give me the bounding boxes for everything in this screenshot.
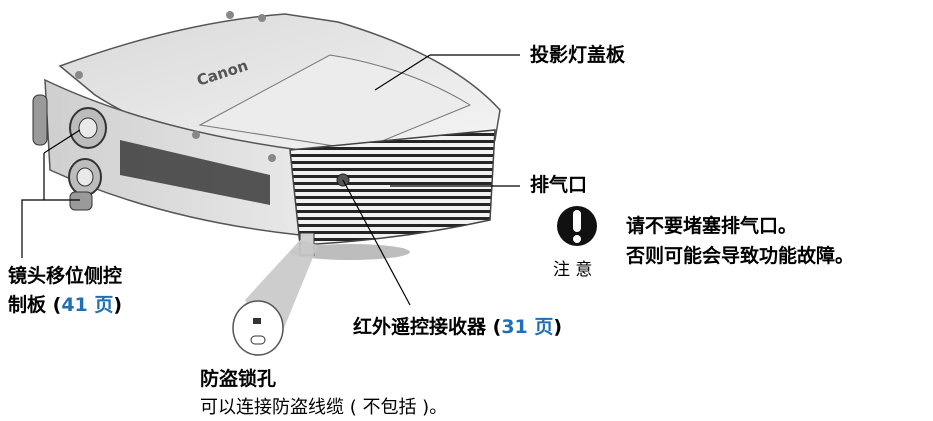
label-lens-shift-line1: 镜头移位侧控 (8, 265, 123, 287)
exhaust-vents (289, 129, 496, 246)
lamp-cover-panel (198, 54, 472, 151)
caution-label: 注 意 (553, 260, 593, 280)
ir-receiver-text-end: ) (553, 316, 563, 338)
ir-receiver-text: 红外遥控接收器 ( (353, 316, 502, 338)
label-lock-desc: 可以连接防盗线缆 ( 不包括 )。 (200, 397, 448, 418)
lock-magnifier (232, 300, 284, 356)
lens-shift-text: 制板 ( (8, 294, 62, 316)
caution-line-2: 否则可能会导致功能故障。 (626, 245, 855, 267)
warning-icon (557, 206, 597, 246)
label-lock-title: 防盗锁孔 (200, 368, 277, 390)
caution-line-1: 请不要堵塞排气口。 (626, 215, 798, 237)
label-exhaust: 排气口 (530, 174, 588, 196)
lens-shift-page-link[interactable]: 41 页 (61, 294, 114, 316)
lens-shift-text-end: ) (113, 294, 123, 316)
label-lamp-cover: 投影灯盖板 (530, 44, 626, 66)
label-ir-receiver: 红外遥控接收器 (31 页) (353, 315, 562, 339)
ir-receiver-page-link[interactable]: 31 页 (501, 316, 554, 338)
label-lens-shift-line2: 制板 (41 页) (8, 293, 122, 317)
